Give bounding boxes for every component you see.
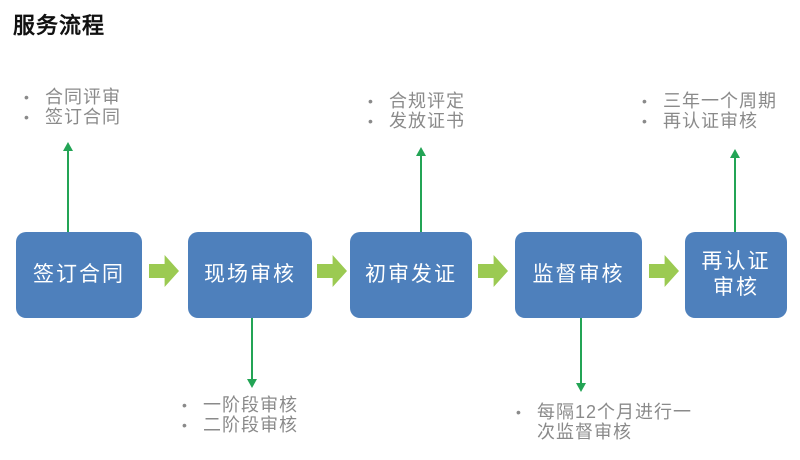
bullet-icon: •: [642, 93, 648, 109]
bullet-icon: •: [24, 89, 30, 105]
note-item-label: 二阶段审核: [203, 415, 298, 435]
note-item-label: 一阶段审核: [203, 395, 298, 415]
note-item-label: 合规评定: [389, 91, 465, 111]
note-above-step-5: • 三年一个周期 • 再认证审核: [642, 91, 777, 131]
note-item: • 合同评审: [24, 87, 121, 107]
note-item-label: 每隔12个月进行一次监督审核: [537, 402, 693, 442]
arrowhead-up-icon: [416, 147, 426, 156]
arrowhead-up-icon: [63, 142, 73, 151]
note-item: • 三年一个周期: [642, 91, 777, 111]
right-block-arrow-icon: [478, 255, 508, 287]
right-block-arrow-icon: [649, 255, 679, 287]
note-item-label: 合同评审: [45, 87, 121, 107]
connector-shaft: [251, 318, 253, 379]
right-block-arrow-icon: [149, 255, 179, 287]
connector-shaft: [67, 151, 69, 232]
right-block-arrow-icon: [317, 255, 347, 287]
note-item: • 一阶段审核: [182, 395, 298, 415]
bullet-icon: •: [642, 113, 648, 129]
note-above-step-3: • 合规评定 • 发放证书: [368, 91, 465, 131]
flow-step-label: 监督审核: [532, 263, 625, 286]
note-item-label: 签订合同: [45, 107, 121, 127]
connector-arrow-down-icon: [247, 318, 257, 388]
bullet-icon: •: [368, 93, 374, 109]
bullet-icon: •: [182, 417, 188, 433]
note-above-step-1: • 合同评审 • 签订合同: [24, 87, 121, 127]
flow-step-box-recertification-audit: 再认证审核: [685, 232, 787, 318]
bullet-icon: •: [182, 397, 188, 413]
flow-step-box-sign-contract: 签订合同: [16, 232, 142, 318]
connector-shaft: [580, 318, 582, 383]
page-title: 服务流程: [13, 13, 106, 38]
note-item: • 签订合同: [24, 107, 121, 127]
flow-step-box-initial-certification: 初审发证: [350, 232, 472, 318]
connector-shaft: [734, 158, 736, 232]
note-below-step-2: • 一阶段审核 • 二阶段审核: [182, 395, 298, 435]
note-item: • 合规评定: [368, 91, 465, 111]
arrowhead-down-icon: [576, 383, 586, 392]
flow-step-label: 现场审核: [204, 263, 296, 286]
note-below-step-4: • 每隔12个月进行一次监督审核: [516, 402, 712, 442]
note-item-label: 发放证书: [389, 111, 465, 131]
note-item: • 发放证书: [368, 111, 465, 131]
flow-step-label: 签订合同: [33, 263, 125, 286]
connector-arrow-up-icon: [416, 147, 426, 232]
connector-arrow-up-icon: [730, 149, 740, 232]
note-item: • 再认证审核: [642, 111, 777, 131]
flow-step-box-surveillance-audit: 监督审核: [515, 232, 642, 318]
flow-step-box-onsite-audit: 现场审核: [188, 232, 312, 318]
arrowhead-down-icon: [247, 379, 257, 388]
note-item-label: 三年一个周期: [663, 91, 777, 111]
connector-arrow-up-icon: [63, 142, 73, 232]
note-item: • 二阶段审核: [182, 415, 298, 435]
bullet-icon: •: [516, 404, 522, 420]
arrowhead-up-icon: [730, 149, 740, 158]
connector-shaft: [420, 156, 422, 232]
bullet-icon: •: [24, 109, 30, 125]
bullet-icon: •: [368, 113, 374, 129]
flow-step-label: 初审发证: [365, 263, 457, 286]
connector-arrow-down-icon: [576, 318, 586, 392]
flow-step-label: 再认证审核: [701, 250, 771, 299]
note-item: • 每隔12个月进行一次监督审核: [516, 402, 712, 442]
note-item-label: 再认证审核: [663, 111, 758, 131]
